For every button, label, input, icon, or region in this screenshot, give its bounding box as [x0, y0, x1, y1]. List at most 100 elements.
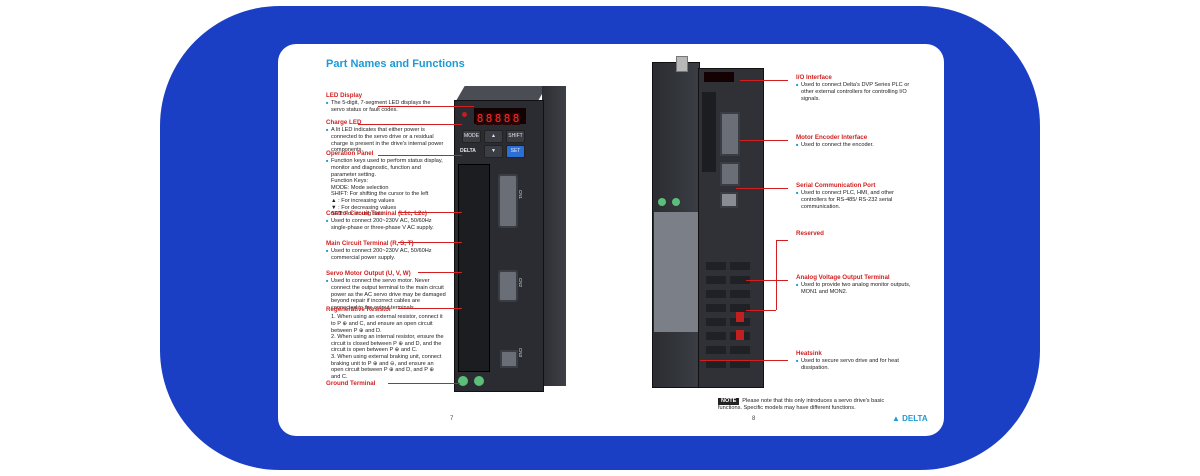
leader-line [776, 240, 788, 241]
set-key[interactable]: SET [506, 145, 525, 158]
up-key[interactable]: ▲ [484, 130, 503, 143]
terminal-block [458, 164, 490, 372]
section-io-interface: I/O Interface Used to connect Delta's DV… [796, 74, 916, 102]
section-regenerative-resistor: Regenerative Resistor 1. When using an e… [326, 306, 444, 380]
vent-slot [706, 262, 726, 270]
section-text: SHIFT: For shifting the cursor to the le… [331, 191, 429, 198]
section-text: Used to connect PLC, HMI, and other cont… [796, 190, 916, 210]
section-heading: LED Display [326, 92, 363, 99]
led-display [704, 72, 734, 82]
leader-line [700, 360, 788, 361]
ground-screw-icon [672, 198, 680, 206]
charge-led [462, 112, 467, 117]
analog-output-terminal [736, 330, 744, 340]
mode-key[interactable]: MODE [462, 130, 481, 143]
mount-tab [676, 56, 688, 72]
note-text: Please note that this only introduces a … [718, 398, 885, 411]
note-tag: NOTE [718, 398, 740, 405]
vent-slot [706, 290, 726, 298]
shift-key[interactable]: SHIFT [506, 130, 525, 143]
io-interface-connector [720, 112, 740, 156]
section-serial-port: Serial Communication Port Used to connec… [796, 182, 916, 210]
section-text: Used to provide two analog monitor outpu… [796, 282, 926, 295]
leader-line [776, 240, 777, 310]
io-terminal-strip [702, 92, 716, 172]
section-text: Used to connect the encoder. [796, 142, 916, 149]
vent-slot [730, 318, 750, 326]
brand-label: DELTA [460, 148, 476, 154]
section-text: Used to connect the servo motor. Never c… [326, 278, 446, 311]
cn2-label: CN2 [518, 278, 523, 288]
leader-line [398, 212, 462, 213]
leader-line [736, 188, 788, 189]
left-page: Part Names and Functions LED Display The… [278, 44, 600, 436]
leader-line [746, 310, 776, 311]
section-heading: Ground Terminal [326, 380, 376, 387]
leader-line [388, 383, 460, 384]
section-charge-led: Charge LED A lit LED indicates that eith… [326, 119, 444, 154]
leader-line [746, 280, 788, 281]
led-digit: 8 [485, 112, 493, 125]
section-text: Used to connect 200~230V AC, 50/60Hz sin… [326, 218, 436, 231]
section-heading: Serial Communication Port [796, 182, 876, 189]
leader-line [740, 80, 788, 81]
section-heading: I/O Interface [796, 74, 832, 81]
section-text: Used to connect Delta's DVP Series PLC o… [796, 82, 916, 102]
drive-side-face [542, 86, 566, 386]
section-heading: Servo Motor Output (U, V, W) [326, 270, 411, 277]
section-ground-terminal: Ground Terminal [326, 380, 436, 388]
section-heading: Control Circuit Terminal (L1c, L2c) [326, 210, 427, 217]
section-text: ▲ : For increasing values [331, 197, 395, 204]
vent-slot [706, 332, 726, 340]
section-heading: Main Circuit Terminal (R, S, T) [326, 240, 414, 247]
leader-line [740, 140, 788, 141]
section-text: SET: For storing data [331, 211, 384, 218]
vent-slot [706, 304, 726, 312]
section-heading: Motor Encoder Interface [796, 134, 868, 141]
section-heading: Regenerative Resistor [326, 306, 392, 313]
vent-slot [730, 360, 750, 368]
section-heading: Reserved [796, 230, 824, 237]
section-control-circuit: Control Circuit Terminal (L1c, L2c) Used… [326, 210, 436, 232]
led-digit: 8 [494, 112, 502, 125]
section-main-circuit: Main Circuit Terminal (R, S, T) Used to … [326, 240, 436, 262]
vent-slot [730, 346, 750, 354]
vent-slot [706, 276, 726, 284]
leader-line [378, 155, 462, 156]
vent-slot [730, 304, 750, 312]
section-operation-panel: Operation Panel Function keys used to pe… [326, 150, 444, 218]
down-key[interactable]: ▼ [484, 145, 503, 158]
vent-slot [706, 346, 726, 354]
section-text: Function Keys: [331, 178, 368, 185]
section-led-display: LED Display The 5-digit, 7-segment LED d… [326, 92, 436, 114]
section-servo-motor-output: Servo Motor Output (U, V, W) Used to con… [326, 270, 446, 311]
section-heading: Heatsink [796, 350, 822, 357]
vent-slot [730, 262, 750, 270]
leader-line [418, 272, 462, 273]
ground-screw-icon [658, 198, 666, 206]
section-text: A lit LED indicates that either power is… [326, 127, 444, 153]
section-text: 1. When using an external resistor, conn… [331, 314, 443, 334]
section-text: Used to secure servo drive and for heat … [796, 358, 916, 371]
analog-output-terminal [736, 312, 744, 322]
section-text: ▼ : For decreasing values [331, 204, 397, 211]
vent-slot [730, 290, 750, 298]
section-text: 2. When using an internal resistor, ensu… [331, 334, 444, 354]
led-digit: 8 [503, 112, 511, 125]
cn2-connector [498, 270, 518, 302]
cn3-label: CN3 [518, 348, 523, 358]
vent-slot [730, 276, 750, 284]
section-analog-output: Analog Voltage Output Terminal Used to p… [796, 274, 926, 296]
section-text: Used to connect 200~230V AC, 50/60Hz com… [326, 248, 436, 261]
section-heading: Charge LED [326, 119, 362, 126]
leader-line [378, 106, 474, 107]
section-text: The 5-digit, 7-segment LED displays the … [326, 100, 436, 113]
leader-line [358, 124, 462, 125]
vent-slot [706, 360, 726, 368]
section-reserved: Reserved [796, 230, 916, 238]
page-number: 8 [752, 416, 756, 422]
section-motor-encoder: Motor Encoder Interface Used to connect … [796, 134, 916, 149]
section-text: 3. When using external braking unit, con… [331, 353, 442, 380]
